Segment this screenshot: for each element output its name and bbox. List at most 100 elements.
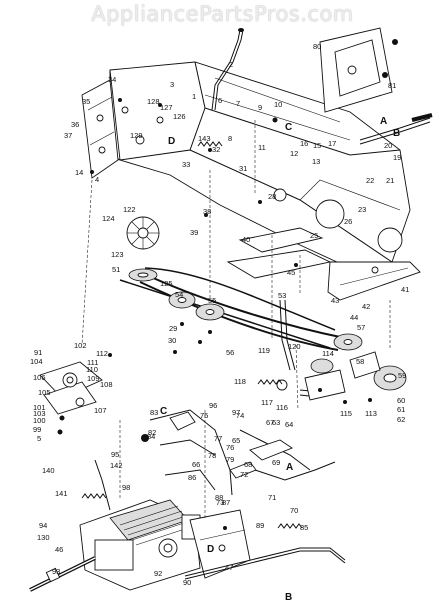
part-number-label: 77 xyxy=(214,434,222,443)
part-number-label: 67 xyxy=(266,418,274,427)
callout-letter: B xyxy=(393,128,400,139)
part-number-label: 91 xyxy=(34,348,42,357)
rear-axle xyxy=(29,556,96,592)
part-number-label: 86 xyxy=(188,473,196,482)
part-number-label: 69 xyxy=(272,458,280,467)
part-number-label: 129 xyxy=(130,131,143,140)
part-number-label: 43 xyxy=(331,296,339,305)
part-number-label: 6 xyxy=(218,96,222,105)
part-number-label: 114 xyxy=(322,349,334,358)
part-number-label: 2 xyxy=(229,60,233,69)
part-number-label: 21 xyxy=(386,176,394,185)
callout-letter: A xyxy=(380,116,387,127)
part-number-label: 104 xyxy=(30,357,43,366)
part-number-label: 96 xyxy=(209,401,217,410)
part-number-label: 128 xyxy=(147,97,160,106)
part-number-label: 9 xyxy=(258,103,262,112)
part-number-label: 142 xyxy=(110,461,123,470)
part-number-label: 38 xyxy=(203,207,211,216)
part-number-label: 53 xyxy=(278,291,286,300)
part-number-label: 82 xyxy=(148,428,156,437)
part-number-label: 30 xyxy=(168,336,176,345)
part-number-label: 3 xyxy=(170,80,174,89)
part-number-label: 80 xyxy=(313,42,321,51)
part-number-label: 62 xyxy=(397,415,405,424)
part-number-label: 25 xyxy=(310,231,318,240)
part-number-label: 8 xyxy=(228,134,232,143)
part-number-label: 79 xyxy=(226,455,234,464)
hardware xyxy=(57,98,372,530)
clutch-assembly xyxy=(304,351,381,401)
part-number-label: 7 xyxy=(236,99,240,108)
part-number-label: 63 xyxy=(272,418,280,427)
part-number-label: 101 xyxy=(33,403,46,412)
part-number-label: 89 xyxy=(256,521,264,530)
callout-letters: A B C D A B C D xyxy=(160,116,400,600)
part-number-label: 107 xyxy=(94,406,107,415)
part-number-label: 95 xyxy=(111,450,119,459)
part-number-label: 31 xyxy=(239,164,247,173)
part-number-label: 99 xyxy=(33,425,41,434)
part-number-label: 64 xyxy=(285,420,293,429)
part-number-label: 51 xyxy=(112,265,120,274)
part-number-label: 106 xyxy=(33,373,46,382)
part-number-label: 54 xyxy=(175,290,183,299)
part-number-label: 125 xyxy=(160,279,173,288)
part-number-label: 102 xyxy=(74,341,87,350)
part-number-label: 112 xyxy=(96,349,108,358)
part-number-label: 47 xyxy=(225,563,233,572)
part-number-label: 98 xyxy=(122,483,130,492)
part-number-label: 66 xyxy=(192,460,200,469)
part-number-label: 60 xyxy=(397,396,405,405)
left-side-plate xyxy=(81,79,119,179)
part-number-label: 90 xyxy=(183,578,191,587)
part-number-label: 87 xyxy=(222,498,230,507)
part-number-label: 41 xyxy=(401,285,409,294)
part-number-label: 105 xyxy=(38,388,51,397)
part-number-label: 72 xyxy=(240,470,248,479)
watermark: AppliancePartsPros.com xyxy=(91,2,354,26)
part-number-label: 5 xyxy=(37,434,41,443)
part-number-label: 57 xyxy=(357,323,365,332)
bracket-45 xyxy=(226,227,332,279)
part-number-label: 81 xyxy=(388,81,396,90)
part-number-label: 12 xyxy=(290,149,298,158)
part-number-label: 34 xyxy=(108,75,116,84)
drive-belts xyxy=(119,267,346,351)
part-number-label: 36 xyxy=(71,120,79,129)
part-number-label: 22 xyxy=(366,176,374,185)
part-number-label: 56 xyxy=(226,348,234,357)
part-number-label: 83 xyxy=(150,408,158,417)
part-number-label: 93 xyxy=(52,567,60,576)
transaxle xyxy=(79,499,201,591)
part-number-label: 84 xyxy=(147,432,155,441)
part-number-label: 46 xyxy=(55,545,63,554)
control-linkage xyxy=(94,409,336,511)
part-number-label: 39 xyxy=(190,228,198,237)
part-number-label: 94 xyxy=(39,521,47,530)
part-number-label: 108 xyxy=(100,380,113,389)
part-number-label: 130 xyxy=(37,533,50,542)
part-number-label: 55 xyxy=(208,296,216,305)
seat-bracket xyxy=(319,27,398,113)
part-number-label: 120 xyxy=(288,342,301,351)
callout-letter: C xyxy=(285,122,292,133)
part-number-label: 113 xyxy=(365,409,377,418)
part-number-label: 119 xyxy=(258,346,270,355)
lift-lever xyxy=(359,113,433,145)
part-number-label: 14 xyxy=(75,168,83,177)
part-number-label: 127 xyxy=(160,103,173,112)
part-number-label: 88 xyxy=(215,493,223,502)
part-number-label: 40 xyxy=(242,235,250,244)
part-number-label: 29 xyxy=(169,324,177,333)
part-number-label: 74 xyxy=(236,411,244,420)
part-number-label: 111 xyxy=(87,358,98,367)
part-number-label: 97 xyxy=(232,408,240,417)
part-number-label: 61 xyxy=(397,405,405,414)
part-number-label: 71 xyxy=(268,493,276,502)
part-number-label: 109 xyxy=(87,374,100,383)
callout-letter: B xyxy=(285,592,292,600)
part-number-label: 17 xyxy=(328,139,336,148)
part-number-label: 11 xyxy=(258,143,266,152)
